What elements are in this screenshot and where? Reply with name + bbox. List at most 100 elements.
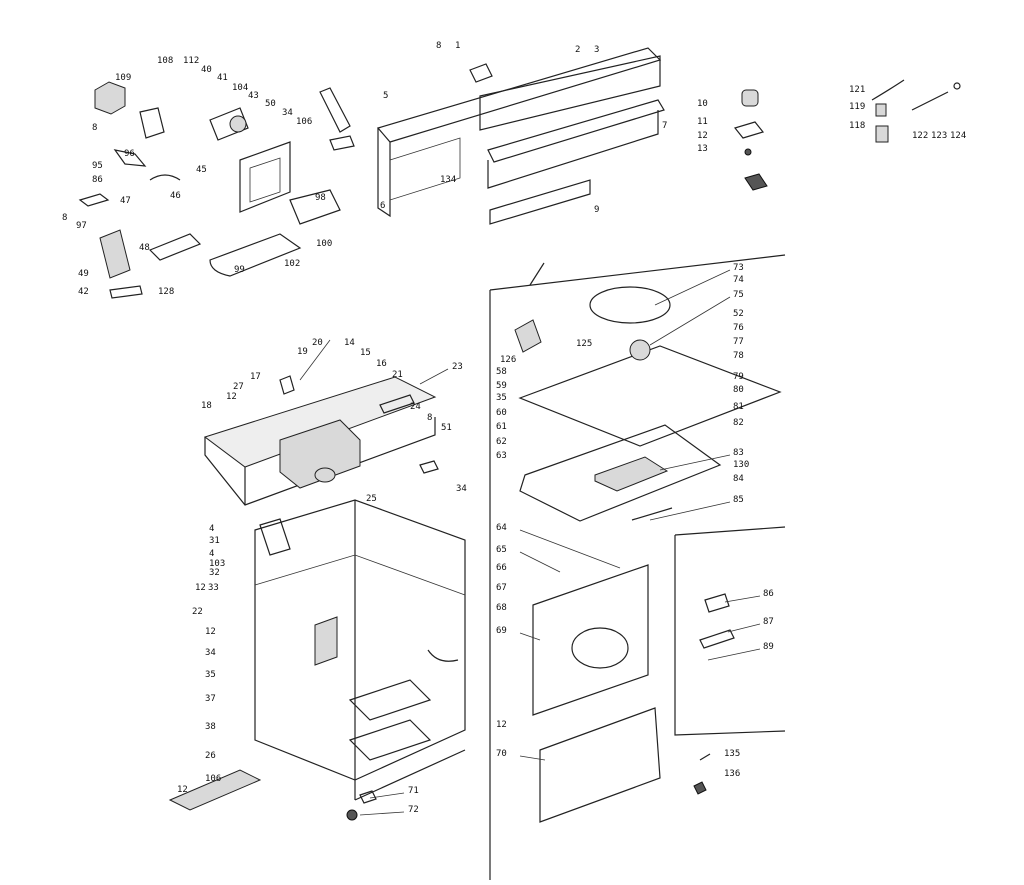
label-61: 61 xyxy=(496,422,507,432)
label-19: 19 xyxy=(297,347,308,357)
label-40: 40 xyxy=(201,65,212,75)
label-73: 73 xyxy=(733,263,744,273)
label-84: 84 xyxy=(733,474,744,484)
control-panel-assembly xyxy=(376,47,665,225)
label-82: 82 xyxy=(733,418,744,428)
label-121: 121 xyxy=(849,85,865,95)
label-130: 130 xyxy=(733,460,749,470)
door-assembly xyxy=(532,526,786,823)
label-12-frame-b: 12 xyxy=(205,627,216,637)
label-86: 86 xyxy=(92,175,103,185)
valve-parts xyxy=(733,89,768,191)
label-21: 21 xyxy=(392,370,403,380)
label-78: 78 xyxy=(733,351,744,361)
label-79: 79 xyxy=(733,372,744,382)
label-72: 72 xyxy=(408,805,419,815)
label-25: 25 xyxy=(366,494,377,504)
label-85: 85 xyxy=(733,495,744,505)
label-87: 87 xyxy=(763,617,774,627)
label-12-frame-c: 12 xyxy=(177,785,188,795)
tub-assembly-panel xyxy=(489,254,786,880)
label-4-b: 4 xyxy=(209,549,214,559)
label-20: 20 xyxy=(312,338,323,348)
label-71: 71 xyxy=(408,786,419,796)
label-45: 45 xyxy=(196,165,207,175)
label-80: 80 xyxy=(733,385,744,395)
label-124: 124 xyxy=(950,131,966,141)
label-15: 15 xyxy=(360,348,371,358)
label-50: 50 xyxy=(265,99,276,109)
top-cover-assembly xyxy=(203,375,439,506)
label-37: 37 xyxy=(205,694,216,704)
label-103: 103 xyxy=(209,559,225,569)
label-2: 2 xyxy=(575,45,580,55)
label-43: 43 xyxy=(248,91,259,101)
label-136: 136 xyxy=(724,769,740,779)
label-27: 27 xyxy=(233,382,244,392)
label-118: 118 xyxy=(849,121,865,131)
label-99: 99 xyxy=(234,265,245,275)
label-89: 89 xyxy=(763,642,774,652)
label-106-frame: 106 xyxy=(205,774,221,784)
label-104: 104 xyxy=(232,83,248,93)
label-119: 119 xyxy=(849,102,865,112)
label-106-top: 106 xyxy=(296,117,312,127)
label-65: 65 xyxy=(496,545,507,555)
label-96: 96 xyxy=(124,149,135,159)
label-100: 100 xyxy=(316,239,332,249)
label-102: 102 xyxy=(284,259,300,269)
label-8-top-left: 8 xyxy=(92,123,97,133)
label-112: 112 xyxy=(183,56,199,66)
label-60: 60 xyxy=(496,408,507,418)
label-66: 66 xyxy=(496,563,507,573)
label-62: 62 xyxy=(496,437,507,447)
control-parts-cluster xyxy=(78,81,355,299)
label-123: 123 xyxy=(931,131,947,141)
leader-lines xyxy=(299,269,761,816)
label-3: 3 xyxy=(594,45,599,55)
label-14: 14 xyxy=(344,338,355,348)
label-10: 10 xyxy=(697,99,708,109)
hose-parts xyxy=(871,79,961,143)
label-8-cover: 8 xyxy=(427,413,432,423)
label-23: 23 xyxy=(452,362,463,372)
label-58: 58 xyxy=(496,367,507,377)
label-128: 128 xyxy=(158,287,174,297)
label-49: 49 xyxy=(78,269,89,279)
label-70: 70 xyxy=(496,749,507,759)
label-11: 11 xyxy=(697,117,708,127)
part-number-labels: 108 112 40 41 109 104 43 50 34 106 8 96 … xyxy=(62,41,966,815)
label-77: 77 xyxy=(733,337,744,347)
label-42: 42 xyxy=(78,287,89,297)
label-26: 26 xyxy=(205,751,216,761)
label-125: 125 xyxy=(576,339,592,349)
label-18: 18 xyxy=(201,401,212,411)
label-48: 48 xyxy=(139,243,150,253)
label-32: 32 xyxy=(209,568,220,578)
label-34-top: 34 xyxy=(282,108,293,118)
label-9: 9 xyxy=(594,205,599,215)
label-122: 122 xyxy=(912,131,928,141)
label-35-frame: 35 xyxy=(205,670,216,680)
label-134: 134 xyxy=(440,175,456,185)
label-24: 24 xyxy=(410,402,421,412)
label-135: 135 xyxy=(724,749,740,759)
label-83: 83 xyxy=(733,448,744,458)
label-69: 69 xyxy=(496,626,507,636)
label-63: 63 xyxy=(496,451,507,461)
label-6: 6 xyxy=(380,201,385,211)
label-16: 16 xyxy=(376,359,387,369)
label-7: 7 xyxy=(662,121,667,131)
label-126: 126 xyxy=(500,355,516,365)
label-12-frame-a: 12 xyxy=(195,583,206,593)
label-98: 98 xyxy=(315,193,326,203)
label-35-tub: 35 xyxy=(496,393,507,403)
label-95: 95 xyxy=(92,161,103,171)
label-86-hinge: 86 xyxy=(763,589,774,599)
label-12-cover: 12 xyxy=(226,392,237,402)
label-34-cover: 34 xyxy=(456,484,467,494)
label-52: 52 xyxy=(733,309,744,319)
label-8-left: 8 xyxy=(62,213,67,223)
label-47: 47 xyxy=(120,196,131,206)
